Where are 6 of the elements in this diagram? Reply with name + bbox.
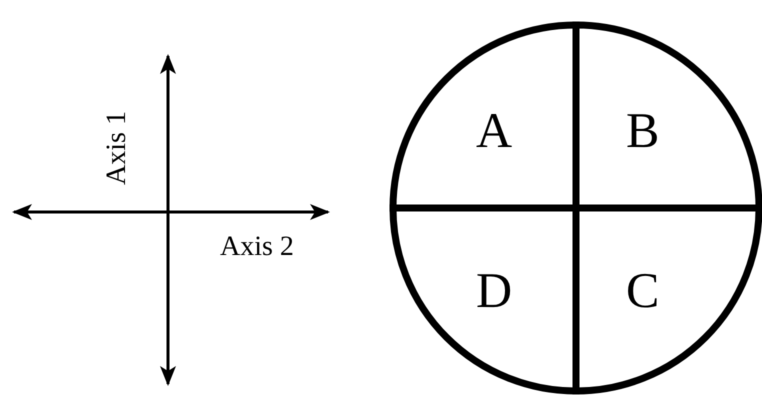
quadrant-letter: D bbox=[476, 265, 512, 315]
axis-label: Axis 1 bbox=[102, 111, 132, 185]
quadrant-letter: B bbox=[626, 105, 660, 155]
quadrant-letter: A bbox=[476, 105, 512, 155]
axis-label: Axis 2 bbox=[220, 232, 294, 262]
quadrant-letter: C bbox=[626, 265, 660, 315]
